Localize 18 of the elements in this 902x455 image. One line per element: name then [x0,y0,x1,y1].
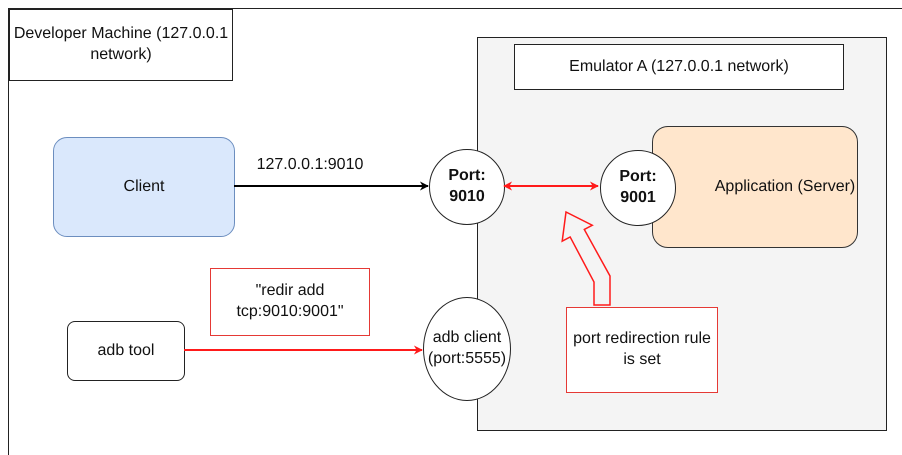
node-label: Application (Server) [714,176,856,197]
process-box [67,321,185,381]
frame-box [8,8,902,455]
heading-label: Developer Machine (127.0.0.1 network) [9,9,233,81]
node-label: Port: 9001 [618,167,658,208]
node-label: Client [124,176,164,197]
arrow [234,182,429,190]
note-box [566,307,718,393]
node-label: adb client (port:5555) [426,328,508,369]
heading-label: Emulator A (127.0.0.1 network) [514,44,844,90]
arrow [503,182,599,190]
node-label: adb tool [98,340,154,361]
arrow [184,346,423,354]
edge-label: "redir add tcp:9010:9001" [210,268,370,336]
hollow-arrow [561,210,611,306]
node-label: port redirection rule is set [572,329,712,370]
node-label: Port: 9010 [447,166,487,207]
process-box [53,137,235,237]
